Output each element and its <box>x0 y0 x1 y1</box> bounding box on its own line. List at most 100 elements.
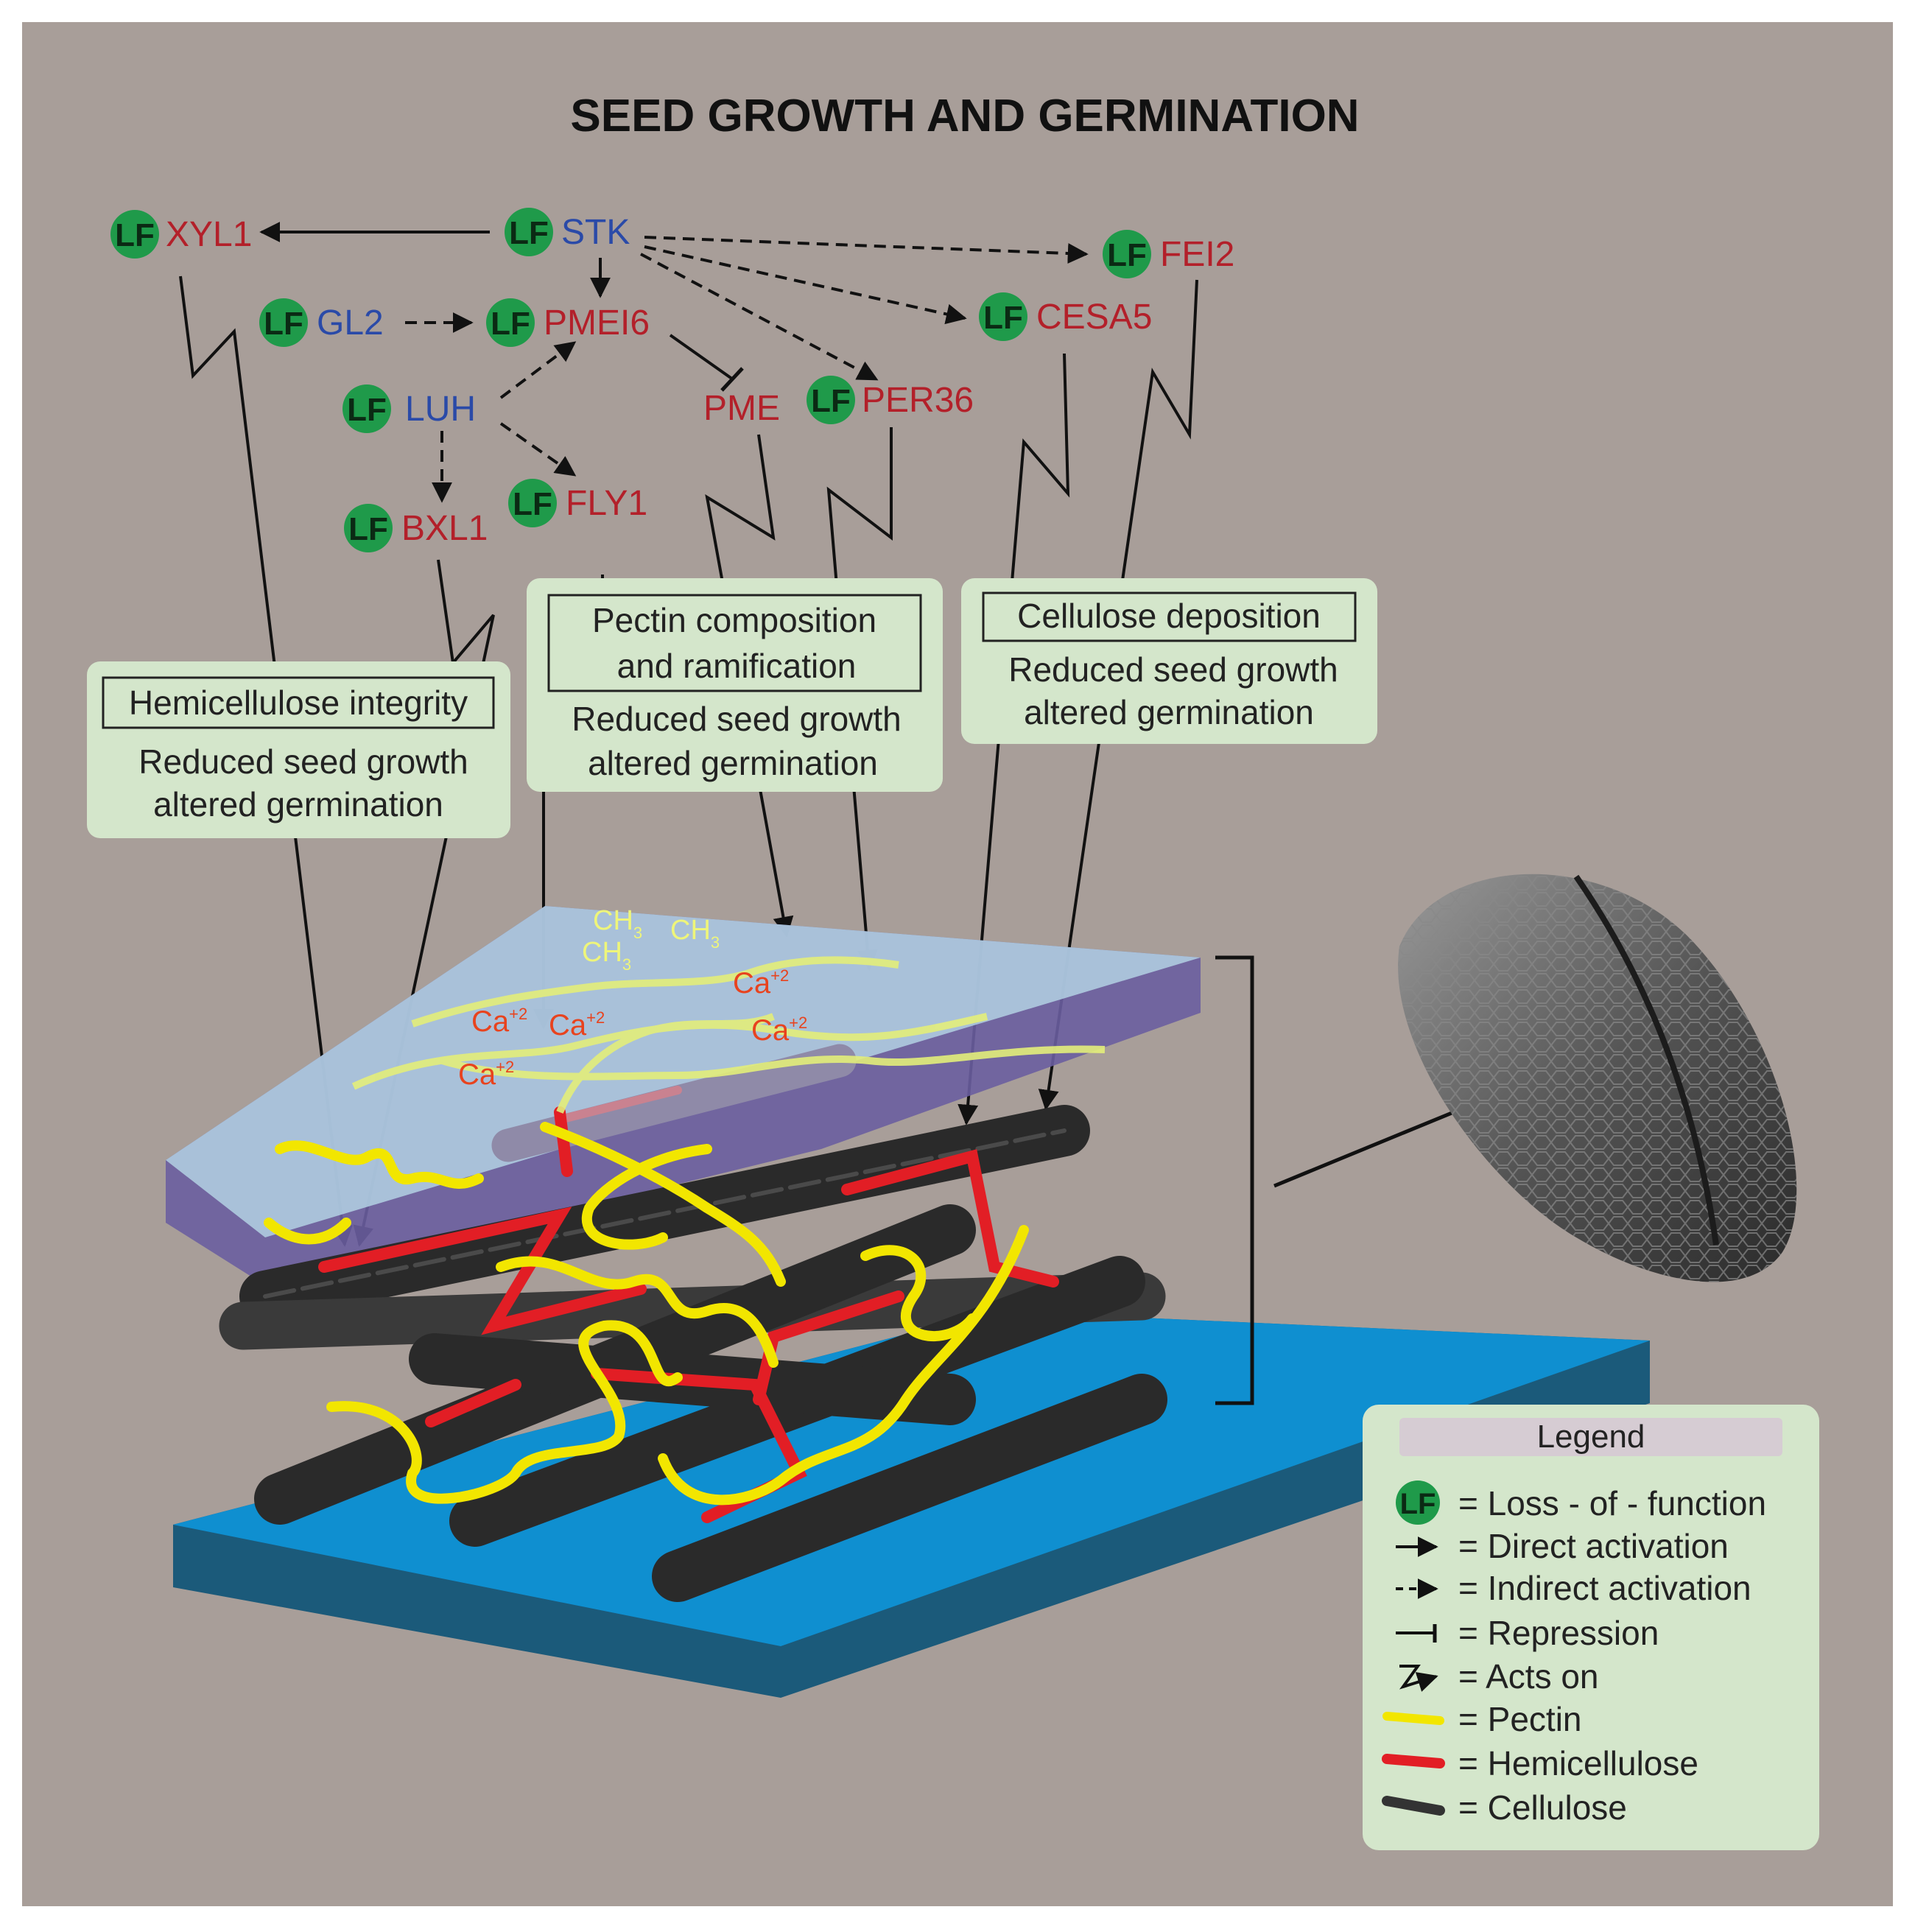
gene-label: XYL1 <box>166 215 252 254</box>
lf-badge-label: LF <box>264 306 303 342</box>
gene-node-stk: LF STK <box>505 208 630 256</box>
gene-node-xyl1: LF XYL1 <box>110 210 252 259</box>
box-title-2: and ramification <box>617 647 857 685</box>
box-title-1: Pectin composition <box>592 601 876 639</box>
box-line-2: altered germination <box>153 785 443 823</box>
hemicellulose-swatch-icon <box>1382 1754 1445 1768</box>
gene-node-fly1: LF FLY1 <box>508 479 647 527</box>
lf-badge-label: LF <box>509 215 549 251</box>
arrow-luh-fly1 <box>499 422 577 477</box>
box-hemicellulose: Hemicellulose integrity Reduced seed gro… <box>87 661 510 838</box>
legend-lf-icon <box>1396 1480 1440 1525</box>
lf-badge-label: LF <box>1107 237 1147 273</box>
cellulose-bundles <box>219 1044 1167 1602</box>
legend-item-acts-on: = Acts on <box>1458 1657 1599 1696</box>
gene-label: CESA5 <box>1036 298 1152 337</box>
box-line-1: Reduced seed growth <box>1008 650 1338 689</box>
legend-lf-icon-label: LF <box>1400 1488 1436 1520</box>
lf-badge <box>344 504 393 552</box>
box-line-2: altered germination <box>1024 693 1314 731</box>
bracket-to-seed <box>1215 955 1483 1405</box>
box-title: Cellulose deposition <box>1017 597 1321 635</box>
pectin-swatch-icon <box>1382 1712 1444 1725</box>
legend-item-lf: = Loss - of - function <box>1458 1484 1766 1522</box>
box-cellulose: Cellulose deposition Reduced seed growth… <box>961 578 1377 744</box>
legend-item-repression: = Repression <box>1458 1614 1659 1652</box>
gene-node-pmei6: LF PMEI6 <box>486 298 650 347</box>
box-line-1: Reduced seed growth <box>572 700 902 738</box>
lf-badge-label: LF <box>347 392 387 428</box>
acts-on-icon <box>1399 1665 1438 1692</box>
acts-on-bxl1 <box>353 559 495 1247</box>
gene-node-cesa5: LF CESA5 <box>979 292 1152 341</box>
ch3-label-1: CH3 <box>593 905 642 942</box>
gene-node-per36: LF PER36 <box>807 376 974 424</box>
arrow-stk-fei2 <box>644 236 1089 264</box>
acts-on-cesa5 <box>958 353 1070 1125</box>
arrow-to-seed <box>1273 1097 1483 1188</box>
lf-badge <box>259 298 308 347</box>
gene-label: LUH <box>405 390 476 429</box>
box-pectin: Pectin composition and ramification Redu… <box>527 578 943 792</box>
arrow-luh-pmei6 <box>499 341 577 399</box>
lf-badge-label: LF <box>983 300 1023 336</box>
gene-node-fei2: LF FEI2 <box>1103 230 1234 278</box>
lf-badge <box>342 384 391 433</box>
ch3-label-2: CH3 <box>670 915 720 952</box>
lf-badge <box>979 292 1027 341</box>
lf-badge <box>505 208 553 256</box>
lf-badge <box>807 376 855 424</box>
gene-label: FLY1 <box>566 484 647 523</box>
box-line-2: altered germination <box>588 744 878 782</box>
cell-wall-illustration: CH3 CH3 CH3 Ca+2 Ca+2 Ca+2 Ca+2 Ca+2 <box>166 905 1650 1698</box>
ca-label-4: Ca+2 <box>751 1014 807 1047</box>
cellulose-swatch-icon <box>1382 1796 1445 1816</box>
lf-badge-label: LF <box>115 217 155 253</box>
gene-node-gl2: LF GL2 <box>259 298 384 347</box>
legend-title: Legend <box>1537 1419 1645 1455</box>
bracket <box>1215 955 1254 1405</box>
box-title: Hemicellulose integrity <box>129 684 468 722</box>
gene-label: PER36 <box>862 381 974 420</box>
lf-badge-label: LF <box>811 383 851 419</box>
ca-label-3: Ca+2 <box>549 1008 605 1041</box>
box-line-1: Reduced seed growth <box>138 742 468 781</box>
ca-label-5: Ca+2 <box>458 1058 514 1091</box>
lf-badge-label: LF <box>513 486 552 522</box>
gene-label: PMEI6 <box>544 303 650 343</box>
legend-item-cellulose: = Cellulose <box>1458 1788 1627 1827</box>
gene-label: GL2 <box>317 303 384 343</box>
legend-item-hemicellulose: = Hemicellulose <box>1458 1744 1698 1782</box>
gene-node-bxl1: LF BXL1 <box>344 504 488 552</box>
arrow-stk-cesa5 <box>644 245 967 325</box>
repression-bar <box>720 367 744 392</box>
ca-label-2: Ca+2 <box>471 1005 527 1038</box>
legend: Legend LF = Loss - of - function = Direc… <box>1363 1405 1819 1850</box>
ca-label-1: Ca+2 <box>733 966 789 1000</box>
lf-badge <box>508 479 557 527</box>
gene-label: STK <box>561 213 630 252</box>
legend-item-pectin: = Pectin <box>1458 1700 1582 1738</box>
legend-item-indirect: = Indirect activation <box>1458 1569 1751 1607</box>
pectin-chains <box>264 1122 1029 1506</box>
pectin-top-layer <box>351 956 1106 1114</box>
lf-badge <box>1103 230 1151 278</box>
repression-pmei6-pme <box>669 334 734 381</box>
lf-badge <box>110 210 159 259</box>
legend-item-direct: = Direct activation <box>1458 1527 1729 1565</box>
gene-label: FEI2 <box>1160 235 1234 274</box>
lf-badge <box>486 298 535 347</box>
arrow-stk-per36 <box>640 253 879 381</box>
gene-node-luh: LF LUH <box>342 384 476 433</box>
ch3-label-3: CH3 <box>582 937 631 974</box>
gene-label: PME <box>703 389 780 428</box>
seed-image <box>1398 874 1797 1282</box>
gene-node-pme: PME <box>703 389 780 428</box>
gene-label: BXL1 <box>401 509 488 548</box>
legend-title-bg <box>1399 1418 1782 1456</box>
lf-badge-label: LF <box>491 306 530 342</box>
lf-badge-label: LF <box>348 511 388 547</box>
diagram-title: SEED GROWTH AND GERMINATION <box>570 91 1359 141</box>
legend-box <box>1363 1405 1819 1850</box>
